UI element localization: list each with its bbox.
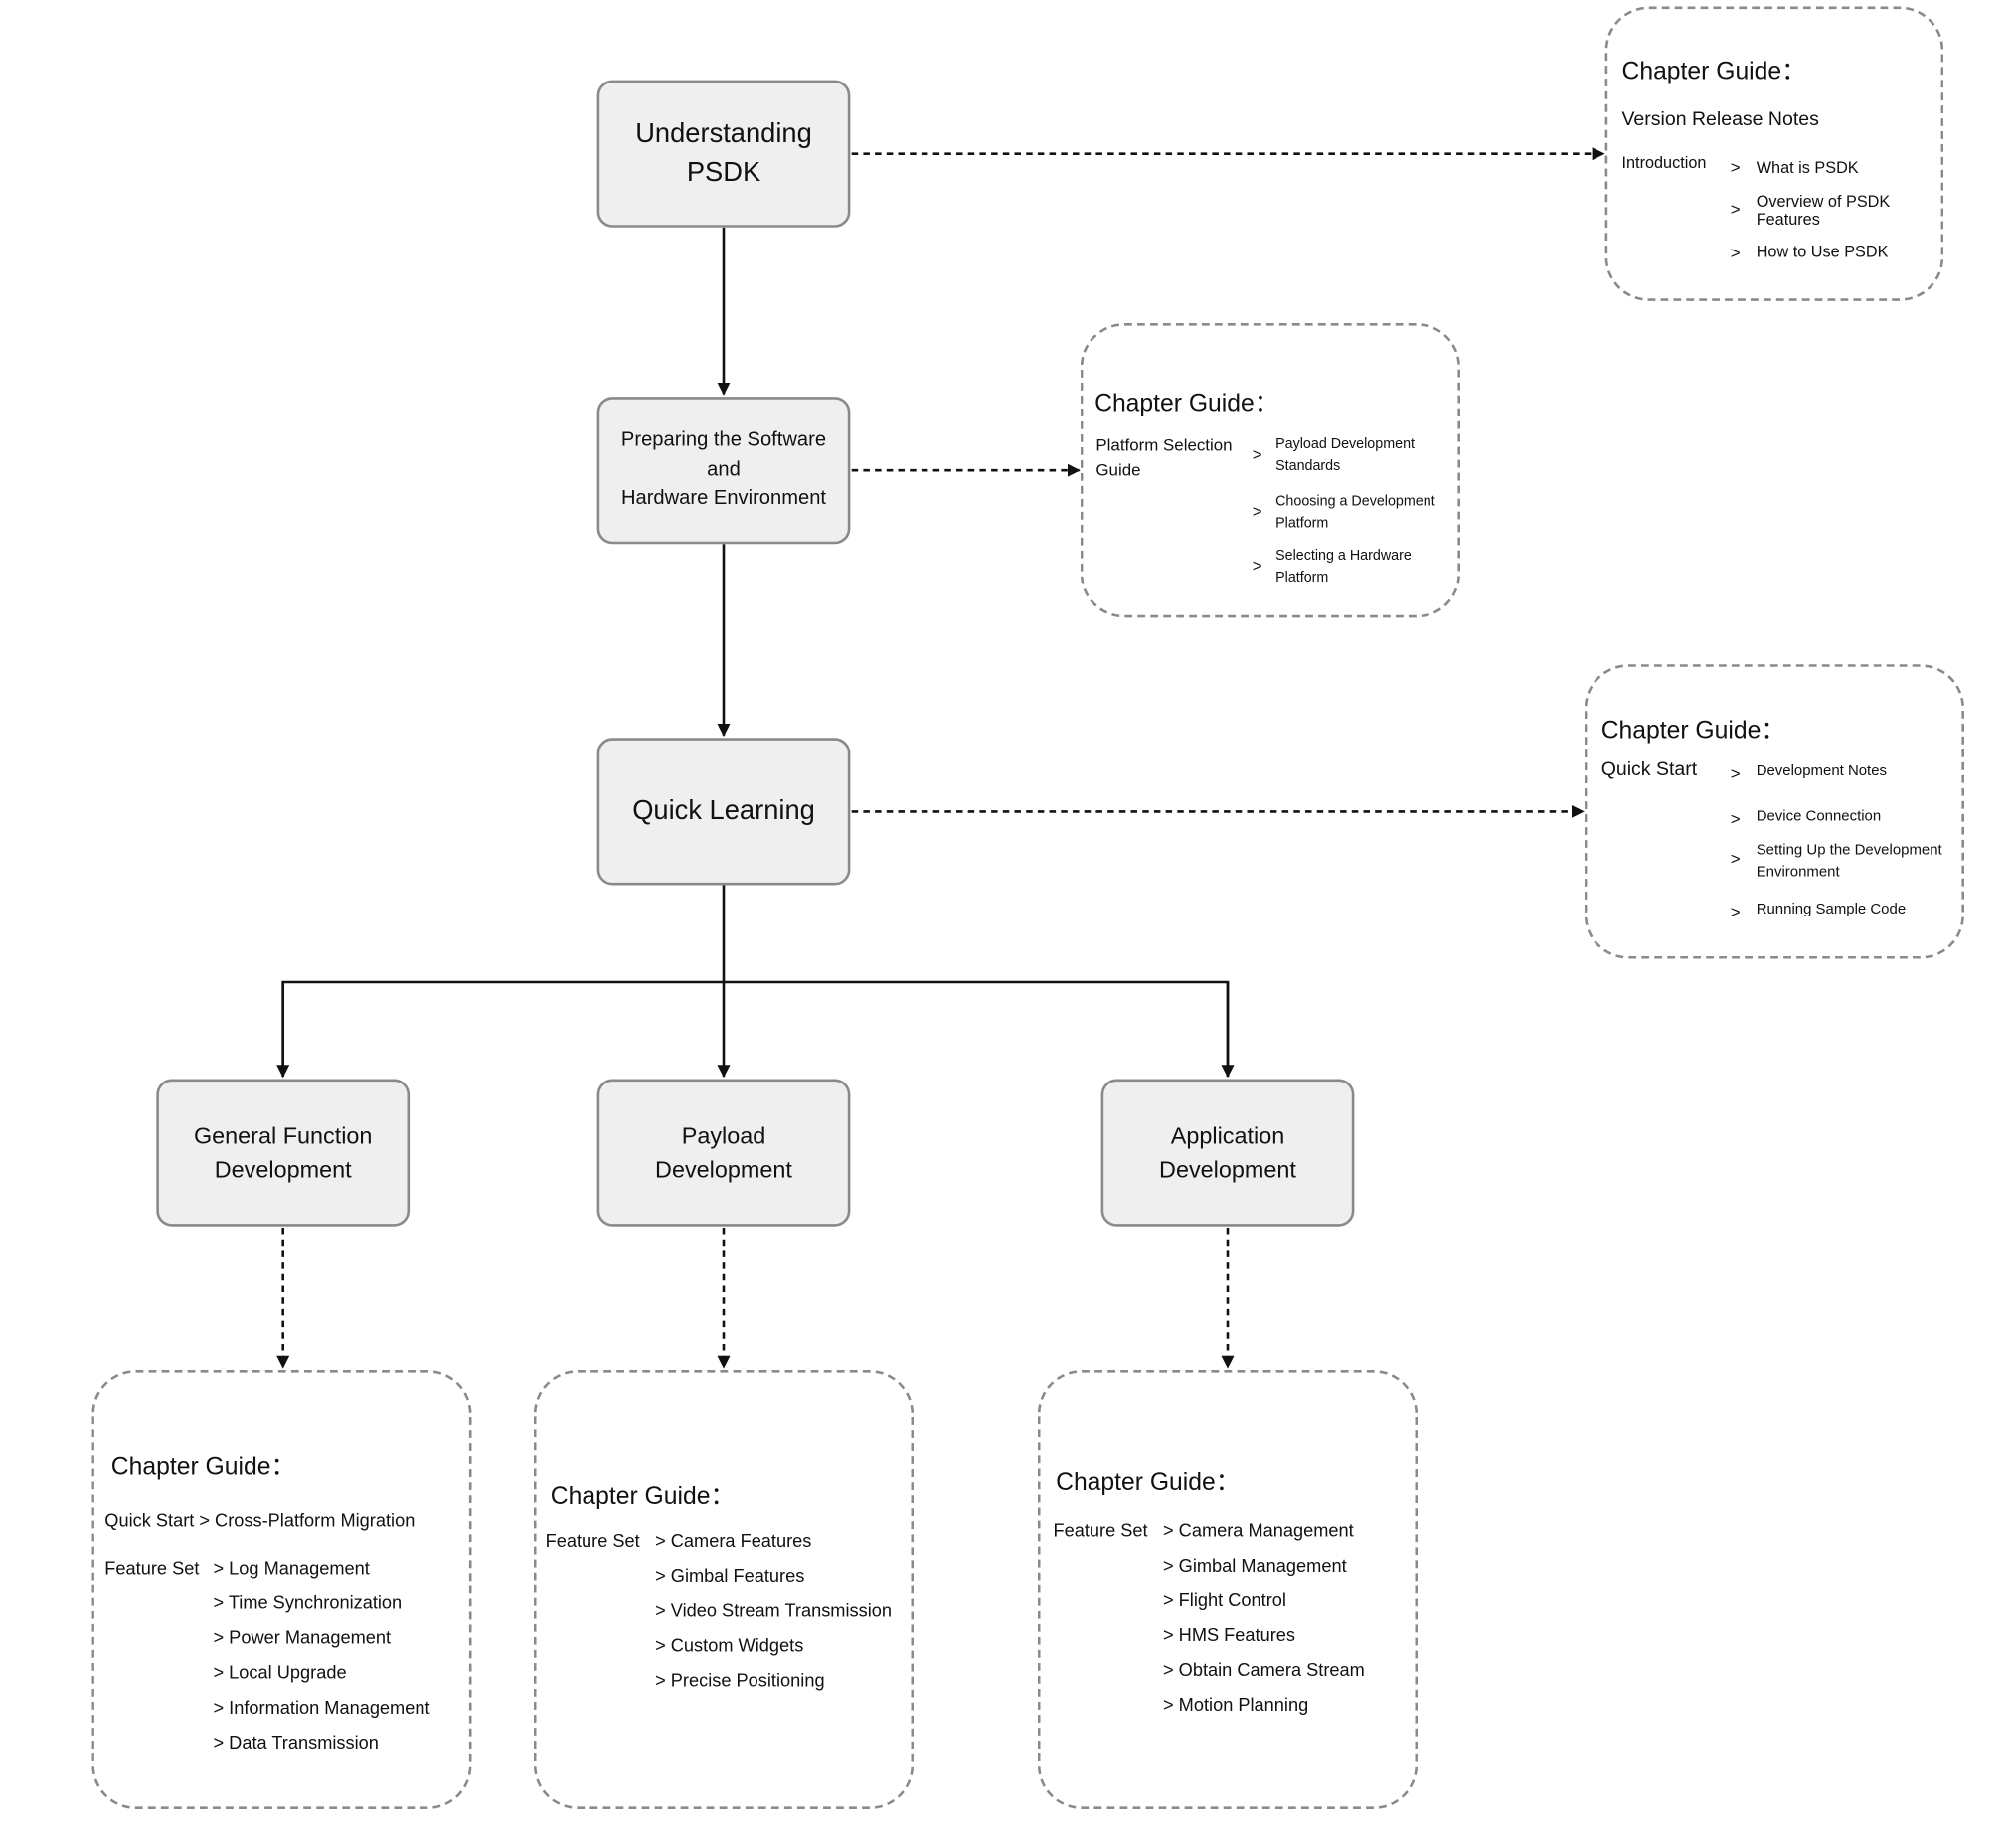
guide-item-arrow: > bbox=[1252, 444, 1262, 464]
guide-item: > Data Transmission bbox=[213, 1731, 379, 1752]
branch-connector bbox=[281, 980, 1230, 1077]
guide-item: Selecting a Hardware Platform bbox=[1275, 548, 1412, 585]
guide-item: Running Sample Code bbox=[1756, 902, 1907, 917]
chapter-guide-preparing: Chapter Guide： Platform Selection Guide … bbox=[1080, 323, 1460, 618]
guide-item: > Gimbal Features bbox=[655, 1565, 805, 1586]
node-understanding-psdk: Understanding PSDK bbox=[596, 80, 851, 228]
guide-item: What is PSDK bbox=[1756, 158, 1859, 178]
guide-item: > Power Management bbox=[213, 1626, 392, 1648]
node-application-development: Application Development bbox=[1100, 1079, 1355, 1227]
node-quick-learning-label: Quick Learning bbox=[632, 795, 815, 826]
guide-item: > Camera Features bbox=[655, 1530, 812, 1551]
guide-title: Chapter Guide： bbox=[110, 1453, 296, 1481]
node-general-label: General Function Development bbox=[193, 1122, 373, 1183]
guide-item: Development Notes bbox=[1756, 763, 1887, 779]
guide-title: Chapter Guide： bbox=[1600, 717, 1786, 745]
guide-item: > Obtain Camera Stream bbox=[1163, 1659, 1365, 1680]
chapter-guide-general: Chapter Guide： Quick Start > Cross-Platf… bbox=[91, 1370, 472, 1809]
guide-item: > Local Upgrade bbox=[213, 1661, 347, 1683]
guide-item: Payload Development Standards bbox=[1275, 436, 1416, 474]
guide-title: Chapter Guide： bbox=[1094, 390, 1279, 417]
guide-item: > Log Management bbox=[213, 1557, 370, 1579]
guide-section-label: Feature Set bbox=[1053, 1519, 1148, 1541]
node-quick-learning: Quick Learning bbox=[596, 738, 851, 886]
node-general-function-development: General Function Development bbox=[156, 1079, 411, 1227]
chapter-guide-understanding: Chapter Guide： Version Release Notes Int… bbox=[1604, 6, 1944, 301]
chapter-guide-quick-learning: Chapter Guide： Quick Start > Development… bbox=[1584, 664, 1964, 959]
guide-item: > Information Management bbox=[213, 1696, 430, 1718]
guide-item: > Camera Management bbox=[1163, 1519, 1354, 1541]
guide-section-label: Feature Set bbox=[545, 1530, 640, 1551]
guide-item-arrow: > bbox=[1730, 849, 1741, 869]
guide-item: > Gimbal Management bbox=[1163, 1554, 1347, 1576]
node-payload-development: Payload Development bbox=[596, 1079, 851, 1227]
guide-item: How to Use PSDK bbox=[1756, 243, 1889, 261]
guide-release-notes: Version Release Notes bbox=[1621, 108, 1819, 131]
guide-item-arrow: > bbox=[1730, 763, 1741, 783]
guide-section-label: Platform Selection Guide bbox=[1095, 435, 1233, 480]
guide-item: Overview of PSDK Features bbox=[1756, 192, 1891, 230]
guide-item: > Motion Planning bbox=[1163, 1694, 1309, 1716]
chapter-guide-application: Chapter Guide： Feature Set > Camera Mana… bbox=[1037, 1370, 1419, 1809]
node-application-label: Application Development bbox=[1159, 1122, 1296, 1183]
guide-item: Device Connection bbox=[1756, 808, 1882, 825]
guide-item-arrow: > bbox=[1730, 808, 1741, 829]
guide-item: Choosing a Development Platform bbox=[1275, 493, 1435, 531]
guide-item: > Precise Positioning bbox=[655, 1669, 825, 1691]
node-preparing-label: Preparing the Software and Hardware Envi… bbox=[620, 428, 827, 510]
guide-item: > Video Stream Transmission bbox=[655, 1599, 892, 1621]
node-understanding-label: Understanding PSDK bbox=[635, 118, 812, 188]
guide-item: > Custom Widgets bbox=[655, 1634, 804, 1656]
guide-item: > HMS Features bbox=[1163, 1624, 1296, 1645]
guide-title: Chapter Guide： bbox=[1621, 58, 1806, 85]
guide-section-label: Quick Start bbox=[1600, 758, 1698, 781]
guide-item: Setting Up the Development Environment bbox=[1756, 842, 1942, 881]
guide-section-label: Feature Set bbox=[104, 1557, 200, 1579]
guide-item-arrow: > bbox=[1730, 157, 1741, 178]
chapter-guide-payload: Chapter Guide： Feature Set > Camera Feat… bbox=[533, 1370, 915, 1809]
node-preparing-environment: Preparing the Software and Hardware Envi… bbox=[596, 397, 851, 545]
guide-item-arrow: > bbox=[1252, 556, 1262, 576]
guide-item-arrow: > bbox=[1730, 199, 1741, 219]
guide-item-arrow: > bbox=[1252, 501, 1262, 521]
guide-item-arrow: > bbox=[1730, 243, 1741, 262]
guide-item: > Flight Control bbox=[1163, 1589, 1286, 1610]
guide-quick-start-line: Quick Start > Cross-Platform Migration bbox=[104, 1509, 416, 1531]
guide-title: Chapter Guide： bbox=[550, 1483, 736, 1511]
guide-title: Chapter Guide： bbox=[1056, 1469, 1241, 1497]
guide-item: > Time Synchronization bbox=[213, 1591, 403, 1613]
guide-item-arrow: > bbox=[1730, 902, 1741, 921]
guide-section-label: Introduction bbox=[1621, 153, 1707, 172]
node-payload-label: Payload Development bbox=[655, 1122, 792, 1183]
